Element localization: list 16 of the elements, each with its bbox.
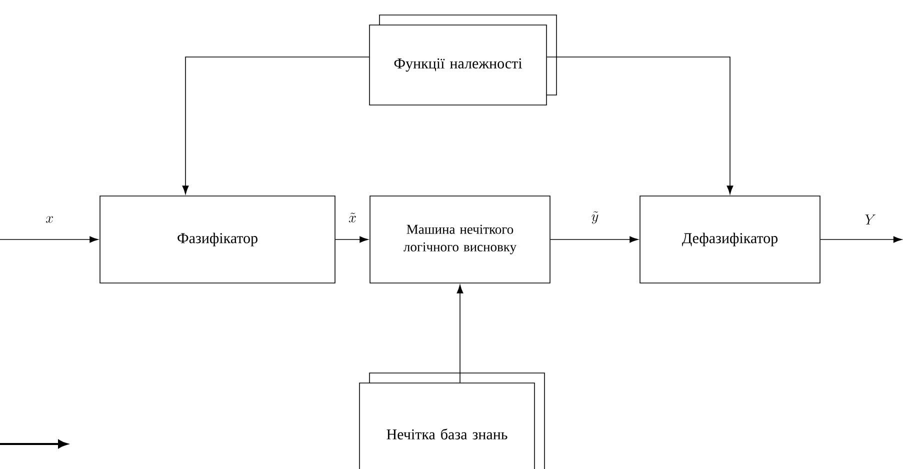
arrow <box>90 236 98 243</box>
arrow <box>546 56 734 194</box>
process-box: Фазифікатор <box>100 196 336 284</box>
edge-label: $\tilde{x}$ <box>348 212 356 222</box>
edge-label: $\tilde{y}$ <box>592 211 598 224</box>
process-box: Машина нечіткого логічного висновку <box>370 196 550 284</box>
arrow <box>550 236 638 243</box>
stacked-box: Функції належності <box>369 14 557 106</box>
arrow <box>335 236 368 243</box>
arrow <box>820 236 902 243</box>
arrow <box>182 56 370 194</box>
stacked-box: Нечітка база знань <box>359 372 545 469</box>
edge-label: $Y$ <box>865 214 876 224</box>
process-box: Дефазифікатор <box>640 196 820 284</box>
arrow <box>456 284 464 383</box>
edge-label: $x$ <box>46 216 53 223</box>
